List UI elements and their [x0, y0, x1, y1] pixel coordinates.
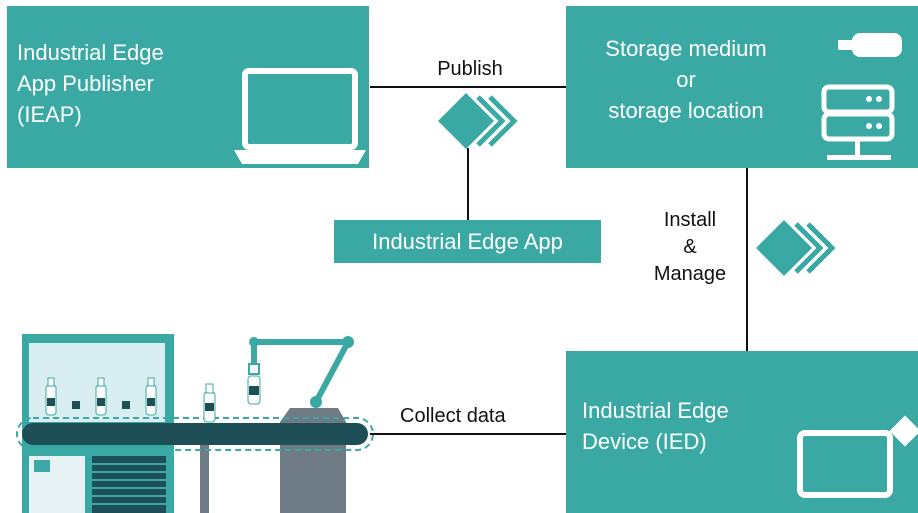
app-publisher-line-3: (IEAP) — [17, 102, 82, 127]
install-connector-line — [746, 168, 748, 352]
storage-box: Storage medium or storage location — [566, 6, 918, 168]
manage-label: Manage — [653, 263, 727, 285]
edge-device-line-2: Device (IED) — [582, 429, 707, 454]
double-chevron-arrow-icon — [438, 93, 518, 149]
production-line-illustration — [16, 334, 374, 513]
publish-connector-line — [370, 86, 566, 88]
server-icon — [821, 84, 895, 160]
double-chevron-arrow-icon — [756, 220, 836, 276]
edge-device-icon — [797, 415, 918, 498]
laptop-icon — [234, 68, 366, 164]
usb-stick-icon — [838, 33, 902, 57]
app-publisher-line-1: Industrial Edge — [17, 40, 164, 65]
install-label: Install — [663, 209, 717, 231]
install-manage-label: Install & Manage — [638, 207, 742, 288]
edge-app-label: Industrial Edge App — [372, 229, 563, 254]
edge-app-box: Industrial Edge App — [334, 220, 601, 263]
edge-device-box: Industrial Edge Device (IED) — [566, 351, 918, 513]
app-publisher-title: Industrial Edge App Publisher (IEAP) — [17, 37, 237, 130]
app-publisher-line-2: App Publisher — [17, 71, 154, 96]
app-publisher-box: Industrial Edge App Publisher (IEAP) — [7, 6, 369, 168]
storage-line-2: or — [676, 67, 696, 92]
storage-line-3: storage location — [608, 98, 764, 123]
collect-connector-line — [370, 433, 566, 435]
app-connector-line — [467, 148, 469, 220]
edge-device-line-1: Industrial Edge — [582, 398, 729, 423]
ampersand-label: & — [683, 236, 697, 258]
storage-line-1: Storage medium — [605, 36, 767, 61]
storage-title: Storage medium or storage location — [571, 33, 801, 126]
collect-data-label: Collect data — [400, 405, 506, 427]
edge-device-title: Industrial Edge Device (IED) — [582, 395, 812, 457]
publish-label: Publish — [437, 58, 503, 80]
